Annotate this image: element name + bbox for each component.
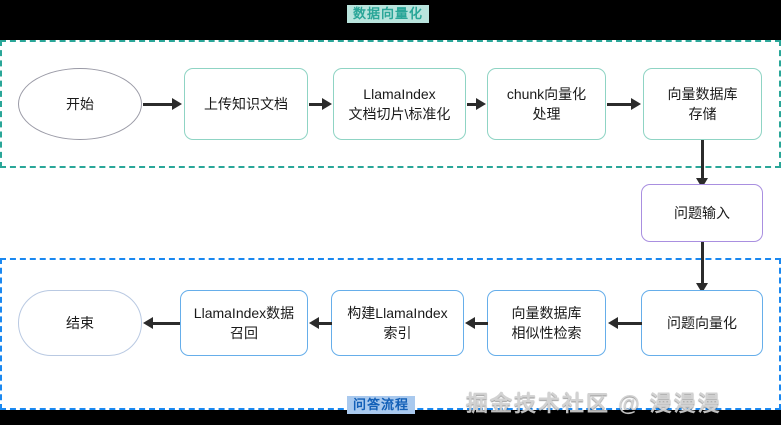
node-question-input-label: 问题输入 (674, 205, 730, 221)
node-start[interactable]: 开始 (18, 68, 142, 140)
node-vector-store-label: 向量数据库 存储 (667, 86, 738, 122)
connector-start-to-upload (143, 103, 173, 106)
node-upload-doc[interactable]: 上传知识文档 (184, 68, 308, 140)
section-title-query: 问答流程 (347, 396, 416, 414)
watermark-text: 掘金技术社区 @ 漫漫漫 (466, 391, 722, 416)
node-llamaindex-split-label: LlamaIndex 文档切片\标准化 (348, 86, 451, 122)
node-data-recall[interactable]: LlamaIndex数据 召回 (180, 290, 308, 356)
arrowhead-store-to-input (696, 178, 708, 188)
node-llamaindex-split[interactable]: LlamaIndex 文档切片\标准化 (333, 68, 466, 140)
node-end[interactable]: 结束 (18, 290, 142, 356)
node-question-embed-label: 问题向量化 (667, 315, 737, 331)
node-end-label: 结束 (66, 315, 94, 331)
arrowhead-search-to-index (465, 317, 475, 329)
arrowhead-index-to-recall (309, 317, 319, 329)
node-upload-doc-label: 上传知识文档 (204, 96, 288, 112)
arrowhead-start-to-upload (172, 98, 182, 110)
connector-embed-to-search (618, 322, 642, 325)
arrowhead-chunk-to-store (631, 98, 641, 110)
arrowhead-recall-to-end (143, 317, 153, 329)
node-chunk-embed[interactable]: chunk向量化 处理 (487, 68, 606, 140)
section-title-ingest: 数据向量化 (347, 5, 430, 23)
node-chunk-embed-label: chunk向量化 处理 (506, 86, 587, 122)
node-build-index-label: 构建LlamaIndex 索引 (347, 305, 448, 341)
connector-chunk-to-store (607, 103, 632, 106)
connector-upload-to-split (309, 103, 323, 106)
arrowhead-upload-to-split (322, 98, 332, 110)
connector-index-to-recall (319, 322, 332, 325)
node-build-index[interactable]: 构建LlamaIndex 索引 (331, 290, 464, 356)
node-question-embed[interactable]: 问题向量化 (641, 290, 763, 356)
arrowhead-split-to-chunk (476, 98, 486, 110)
connector-search-to-index (475, 322, 488, 325)
connector-split-to-chunk (467, 103, 477, 106)
connector-recall-to-end (153, 322, 180, 325)
node-question-input[interactable]: 问题输入 (641, 184, 763, 242)
node-data-recall-label: LlamaIndex数据 召回 (193, 305, 295, 341)
node-vector-store[interactable]: 向量数据库 存储 (643, 68, 762, 140)
node-start-label: 开始 (66, 96, 94, 112)
connector-input-to-embed (701, 242, 704, 290)
arrowhead-embed-to-search (608, 317, 618, 329)
arrowhead-input-to-embed (696, 283, 708, 293)
node-similarity-search[interactable]: 向量数据库 相似性检索 (487, 290, 606, 356)
node-similarity-search-label: 向量数据库 相似性检索 (511, 305, 582, 341)
connector-store-to-input (701, 140, 704, 185)
